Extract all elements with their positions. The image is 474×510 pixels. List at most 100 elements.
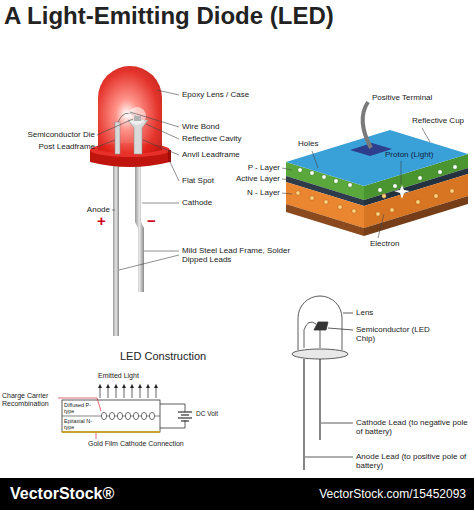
base-layer (286, 204, 364, 236)
title: A Light-Emitting Diode (LED) (4, 2, 334, 30)
leader-line (282, 179, 292, 180)
leader-line (343, 313, 353, 314)
hole (298, 168, 302, 172)
electron (310, 196, 314, 200)
hole (418, 176, 422, 180)
battery-plate (178, 417, 192, 418)
leader-line (328, 328, 353, 330)
electron (434, 194, 438, 198)
region-label: Epitaxial N-type (64, 418, 96, 431)
part-label: Cathode Lead (to negative pole of batter… (356, 418, 468, 436)
light-arrow (132, 386, 133, 398)
layer-label: P - Layer (216, 163, 280, 172)
light-arrow (156, 386, 157, 398)
hole (453, 165, 457, 169)
junction-box (62, 400, 160, 432)
battery-plate (181, 420, 189, 421)
gold-film (62, 431, 160, 433)
leader-line (282, 193, 292, 194)
leader-line (143, 140, 179, 155)
part-label: Cathode (182, 198, 252, 207)
electron (324, 200, 328, 204)
lens-outline (298, 296, 342, 350)
part-label: Gold Film Cathode Connection (88, 440, 218, 448)
leader-lines (97, 90, 179, 270)
cathode-lead (319, 359, 320, 440)
holes (298, 165, 457, 192)
led-outline (292, 296, 353, 470)
hole (438, 170, 442, 174)
light-arrow (100, 386, 101, 398)
terminal-lead (363, 102, 371, 148)
part-label: Lens (356, 308, 416, 317)
part-label: Electron (370, 239, 430, 248)
hole (310, 171, 314, 175)
recombination-oval (149, 412, 154, 419)
leader-line (97, 119, 133, 135)
part-label: Epoxy Lens / Case (182, 90, 272, 99)
leader-line (146, 124, 179, 139)
recombination-oval (101, 412, 106, 419)
light-arrow (148, 386, 149, 398)
leader-line (144, 251, 179, 252)
part-label: Emitted Light (98, 372, 168, 380)
hole (378, 188, 382, 192)
layer-label: Active Layer (216, 174, 280, 183)
hole (393, 184, 397, 188)
led-chip (314, 322, 328, 330)
base-layer (364, 196, 468, 236)
anode-lead (303, 359, 304, 470)
watermark-band: VectorStock®VectorStock.com/15452093 (0, 478, 474, 510)
leader-line (112, 210, 115, 211)
part-label: Reflective Cavity (182, 134, 272, 143)
part-label: Semiconductor (LED Chip) (356, 325, 440, 343)
battery-plate (178, 411, 192, 412)
electron (450, 189, 454, 193)
anvil-leadframe (128, 120, 148, 154)
part-label: Semiconductor Die (0, 130, 95, 139)
recombination-oval (117, 412, 122, 419)
leader-line (142, 203, 179, 204)
reflective-cup (286, 130, 468, 186)
part-label: Mild Steel Lead Frame, Solder Dipped Lea… (182, 246, 302, 264)
epoxy-dome (98, 66, 162, 154)
electron (416, 200, 420, 204)
light-spark (394, 185, 410, 199)
recombination-ovals (101, 412, 154, 419)
source-label: DC Volt (196, 410, 230, 417)
part-label: Proton (Light) (385, 150, 441, 159)
leader-line (96, 433, 97, 439)
electron (338, 205, 342, 209)
electron (382, 194, 386, 198)
electron (390, 208, 394, 212)
light-arrow (116, 386, 117, 398)
light-arrow (124, 386, 125, 398)
leader-line (119, 255, 179, 270)
leader-line (157, 90, 179, 95)
part-label: Charge Carrier Recombination (2, 392, 58, 408)
rim-outline (292, 349, 348, 359)
part-label: Post Leadframe (0, 142, 95, 151)
part-label: Reflective Cup (412, 116, 472, 125)
part-label: Positive Terminal (372, 93, 470, 102)
light-arrow (140, 386, 141, 398)
hole (322, 175, 326, 179)
polarity-sign: + (97, 213, 111, 228)
leader-line (321, 423, 353, 424)
leader-line (130, 112, 179, 127)
leader-line (401, 161, 402, 184)
hole (334, 179, 338, 183)
leader-line (312, 151, 318, 168)
anode-lead (113, 158, 119, 336)
recombination-oval (133, 412, 138, 419)
emitted-light-arrows (100, 386, 156, 398)
part-label: Wire Bond (182, 122, 252, 131)
cathode-lead (135, 158, 144, 292)
electrons (296, 189, 454, 216)
wire-bond (304, 322, 316, 330)
construction-schematic (58, 386, 192, 439)
section-heading: LED Construction (120, 350, 240, 363)
leader-line (282, 168, 292, 170)
led-illustration (90, 66, 171, 336)
light-arrow (108, 386, 109, 398)
